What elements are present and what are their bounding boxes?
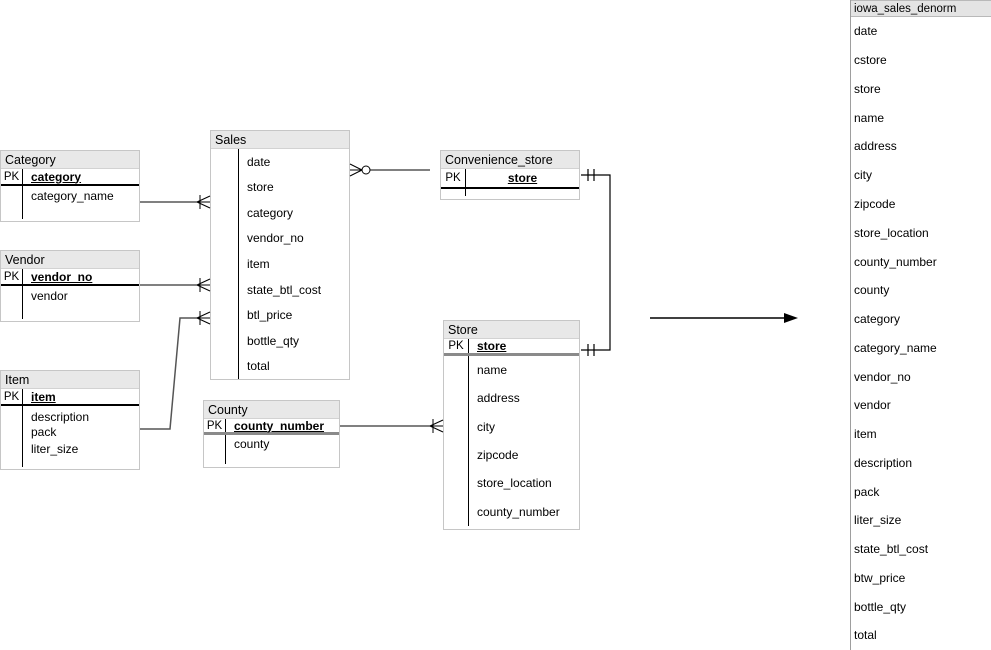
field-total: total <box>247 359 270 374</box>
denorm-field-store: store <box>854 81 881 96</box>
denorm-field-description: description <box>854 455 913 470</box>
pk-label: PK <box>204 419 226 432</box>
denorm-field-cstore: cstore <box>854 53 887 68</box>
connector-sales-convenience-store <box>349 163 430 177</box>
field-state_btl_cost: state_btl_cost <box>247 282 322 297</box>
field-zipcode: zipcode <box>477 448 519 463</box>
field-btl_price: btl_price <box>247 308 293 323</box>
pk-column-spacer <box>1 186 23 219</box>
table-sales-title: Sales <box>211 131 349 149</box>
field-vendor: vendor <box>31 289 68 303</box>
connector-convenience-store-store <box>581 169 611 356</box>
pk-column-spacer <box>204 435 226 464</box>
field-item: item <box>247 257 270 272</box>
pk-field-store: store <box>507 171 538 185</box>
field-city: city <box>477 419 495 434</box>
table-iowa-sales-denorm[interactable]: iowa_sales_denorm date cstore store name… <box>850 0 991 650</box>
pk-label: PK <box>441 169 466 187</box>
table-vendor[interactable]: Vendor PK vendor_no vendor <box>0 250 140 322</box>
table-county-title: County <box>204 401 339 419</box>
field-county_number: county_number <box>477 504 560 519</box>
pk-field-category: category <box>31 169 82 184</box>
field-store_location: store_location <box>477 476 552 491</box>
field-address: address <box>477 391 520 406</box>
denorm-field-total: total <box>854 628 877 643</box>
table-category[interactable]: Category PK category category_name <box>0 150 140 222</box>
denorm-field-address: address <box>854 139 897 154</box>
pk-field-county_number: county_number <box>234 418 325 433</box>
connector-county-store <box>340 419 444 433</box>
table-sales-body: date store category vendor_no item state… <box>211 149 349 379</box>
pk-label: PK <box>444 339 469 353</box>
pk-field-vendor_no: vendor_no <box>31 269 93 284</box>
table-category-title: Category <box>1 151 139 169</box>
pk-column-spacer <box>1 286 23 319</box>
table-county-pk-row: PK county_number <box>204 419 339 435</box>
field-store: store <box>247 180 274 195</box>
table-convenience-store-pk-row: PK store <box>441 169 579 189</box>
table-store-title: Store <box>444 321 579 339</box>
field-county: county <box>234 437 270 451</box>
table-item-pk-row: PK item <box>1 389 139 406</box>
table-county-body: county <box>204 435 339 464</box>
table-item-body: description pack liter_size <box>1 406 139 467</box>
denorm-field-date: date <box>854 24 878 39</box>
denorm-field-btw_price: btw_price <box>854 570 906 585</box>
table-vendor-pk-row: PK vendor_no <box>1 269 139 286</box>
table-convenience-store-title: Convenience_store <box>441 151 579 169</box>
field-description: description <box>31 409 90 424</box>
pk-column-spacer <box>1 406 23 467</box>
field-bottle_qty: bottle_qty <box>247 333 300 348</box>
table-item[interactable]: Item PK item description pack liter_size <box>0 370 140 470</box>
pk-column-spacer <box>441 189 466 196</box>
pk-label: PK <box>1 169 23 184</box>
field-vendor_no: vendor_no <box>247 231 304 246</box>
denorm-field-zipcode: zipcode <box>854 196 896 211</box>
denorm-field-bottle_qty: bottle_qty <box>854 599 907 614</box>
table-store-pk-row: PK store <box>444 339 579 356</box>
denorm-field-item: item <box>854 427 877 442</box>
denorm-field-state_btl_cost: state_btl_cost <box>854 542 929 557</box>
field-liter_size: liter_size <box>31 441 79 456</box>
connector-item-sales <box>140 311 211 430</box>
pk-label: PK <box>1 269 23 284</box>
connector-category-sales <box>140 195 211 209</box>
table-convenience-store[interactable]: Convenience_store PK store <box>440 150 580 200</box>
field-name: name <box>477 363 508 378</box>
table-category-body: category_name <box>1 186 139 219</box>
connector-vendor-sales <box>140 278 211 292</box>
table-item-title: Item <box>1 371 139 389</box>
denorm-field-category: category <box>854 312 901 327</box>
flow-arrow <box>650 313 798 323</box>
denorm-field-name: name <box>854 110 885 125</box>
table-convenience-store-body <box>441 189 579 196</box>
table-county[interactable]: County PK county_number county <box>203 400 340 468</box>
pk-field-item: item <box>31 389 56 404</box>
table-vendor-title: Vendor <box>1 251 139 269</box>
field-date: date <box>247 154 271 169</box>
denorm-field-pack: pack <box>854 484 880 499</box>
pk-field-store: store <box>477 339 507 353</box>
denorm-field-vendor: vendor <box>854 398 891 413</box>
denorm-field-city: city <box>854 168 872 183</box>
table-sales[interactable]: Sales date store category vendor_no item… <box>210 130 350 380</box>
field-pack: pack <box>31 424 57 439</box>
pk-column-spacer <box>444 356 469 526</box>
denorm-field-vendor_no: vendor_no <box>854 369 911 384</box>
denorm-field-store_location: store_location <box>854 225 929 240</box>
denorm-field-county: county <box>854 283 890 298</box>
field-category: category <box>247 205 294 220</box>
pk-column-spacer <box>211 149 239 379</box>
denorm-field-liter_size: liter_size <box>854 513 902 528</box>
field-category_name: category_name <box>31 189 114 203</box>
denorm-title: iowa_sales_denorm <box>851 0 991 17</box>
table-store-body: name address city zipcode store_location… <box>444 356 579 526</box>
table-category-pk-row: PK category <box>1 169 139 186</box>
denorm-field-county_number: county_number <box>854 254 937 269</box>
denorm-field-category_name: category_name <box>854 340 937 355</box>
table-vendor-body: vendor <box>1 286 139 319</box>
pk-label: PK <box>1 389 23 404</box>
table-store[interactable]: Store PK store name address city zipcode… <box>443 320 580 530</box>
